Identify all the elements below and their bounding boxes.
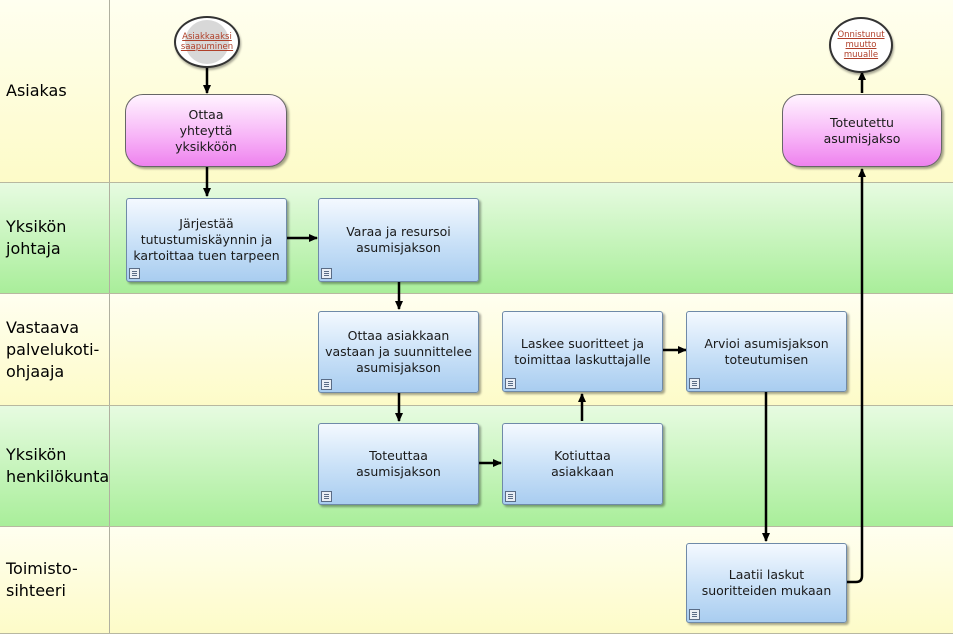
lane-label: Toimisto- sihteeri: [0, 527, 110, 633]
lane-label-text: Vastaava palvelukoti- ohjaaja: [6, 317, 100, 381]
task-reserve-label: Varaa ja resursoi asumisjakson: [346, 224, 451, 255]
process-completed-label: Toteutettu asumisjakso: [823, 114, 901, 146]
subprocess-icon: [321, 491, 332, 502]
start-event-disc: [185, 20, 229, 64]
subprocess-icon: [321, 379, 332, 390]
task-compute[interactable]: Laskee suoritteet ja toimittaa laskuttaj…: [502, 311, 663, 392]
task-implement[interactable]: Toteuttaa asumisjakson: [318, 423, 479, 505]
end-event-label: Onnistunut muutto muualle: [837, 30, 885, 60]
task-visit[interactable]: Järjestää tutustumiskäynnin ja kartoitta…: [126, 198, 287, 282]
task-reserve[interactable]: Varaa ja resursoi asumisjakson: [318, 198, 479, 282]
lane-label-text: Asiakas: [6, 81, 67, 100]
subprocess-icon: [129, 268, 140, 279]
start-event[interactable]: Asiakkaaksi saapuminen: [174, 16, 240, 68]
task-invoice-label: Laatii laskut suoritteiden mukaan: [701, 567, 832, 598]
task-visit-label: Järjestää tutustumiskäynnin ja kartoitta…: [133, 216, 280, 263]
subprocess-icon: [505, 378, 516, 389]
lane-label: Yksikön johtaja: [0, 183, 110, 293]
subprocess-icon: [689, 378, 700, 389]
lane-label-text: Yksikön johtaja: [6, 217, 67, 258]
task-discharge[interactable]: Kotiuttaa asiakkaan: [502, 423, 663, 505]
subprocess-icon: [505, 491, 516, 502]
flow-invoice-to-completed: [847, 168, 866, 584]
end-event[interactable]: Onnistunut muutto muualle: [829, 17, 893, 73]
task-compute-label: Laskee suoritteet ja toimittaa laskuttaj…: [514, 335, 651, 367]
process-completed[interactable]: Toteutettu asumisjakso: [782, 94, 942, 167]
subprocess-icon: [321, 268, 332, 279]
process-contact[interactable]: Ottaa yhteyttä yksikköön: [125, 94, 287, 167]
task-invoice[interactable]: Laatii laskut suoritteiden mukaan: [686, 543, 847, 623]
lane-label: Vastaava palvelukoti- ohjaaja: [0, 294, 110, 405]
lane-label-text: Yksikön henkilökunta: [6, 445, 110, 486]
lane-label: Asiakas: [0, 0, 110, 182]
lane-label: Yksikön henkilökunta: [0, 406, 110, 526]
start-event-label: Asiakkaaksi saapuminen: [180, 32, 234, 52]
lane-label-text: Toimisto- sihteeri: [6, 559, 78, 600]
task-evaluate[interactable]: Arvioi asumisjakson toteutumisen: [686, 311, 847, 392]
task-receive-label: Ottaa asiakkaan vastaan ja suunnittelee …: [325, 328, 472, 375]
subprocess-icon: [689, 609, 700, 620]
task-discharge-label: Kotiuttaa asiakkaan: [551, 448, 614, 479]
task-evaluate-label: Arvioi asumisjakson toteutumisen: [704, 335, 829, 367]
process-contact-label: Ottaa yhteyttä yksikköön: [175, 106, 237, 154]
task-receive[interactable]: Ottaa asiakkaan vastaan ja suunnittelee …: [318, 311, 479, 393]
task-implement-label: Toteuttaa asumisjakson: [356, 448, 441, 479]
